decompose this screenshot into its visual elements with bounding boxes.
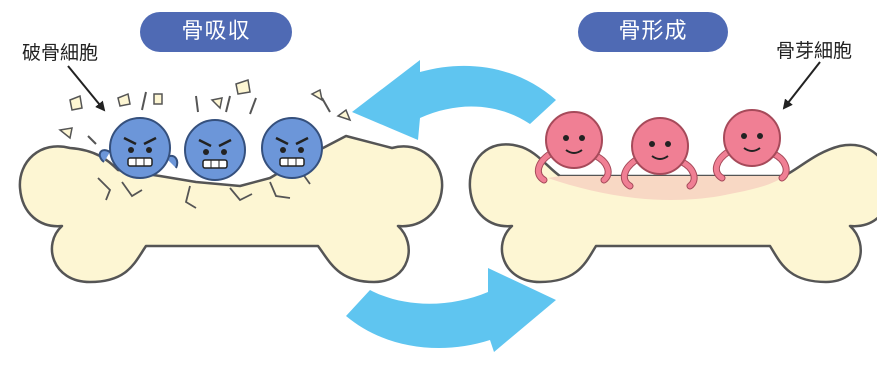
resorption-title: 骨吸収 [140, 12, 292, 52]
osteoclast-icon [100, 118, 322, 180]
formation-title: 骨形成 [578, 12, 728, 52]
osteoblast-icon [538, 110, 786, 186]
cycle-arrow-top-icon [352, 60, 556, 140]
osteoclast-label: 破骨細胞 [22, 38, 98, 65]
osteoblast-pointer-icon [784, 62, 820, 108]
osteoblast-label: 骨芽細胞 [776, 36, 852, 63]
